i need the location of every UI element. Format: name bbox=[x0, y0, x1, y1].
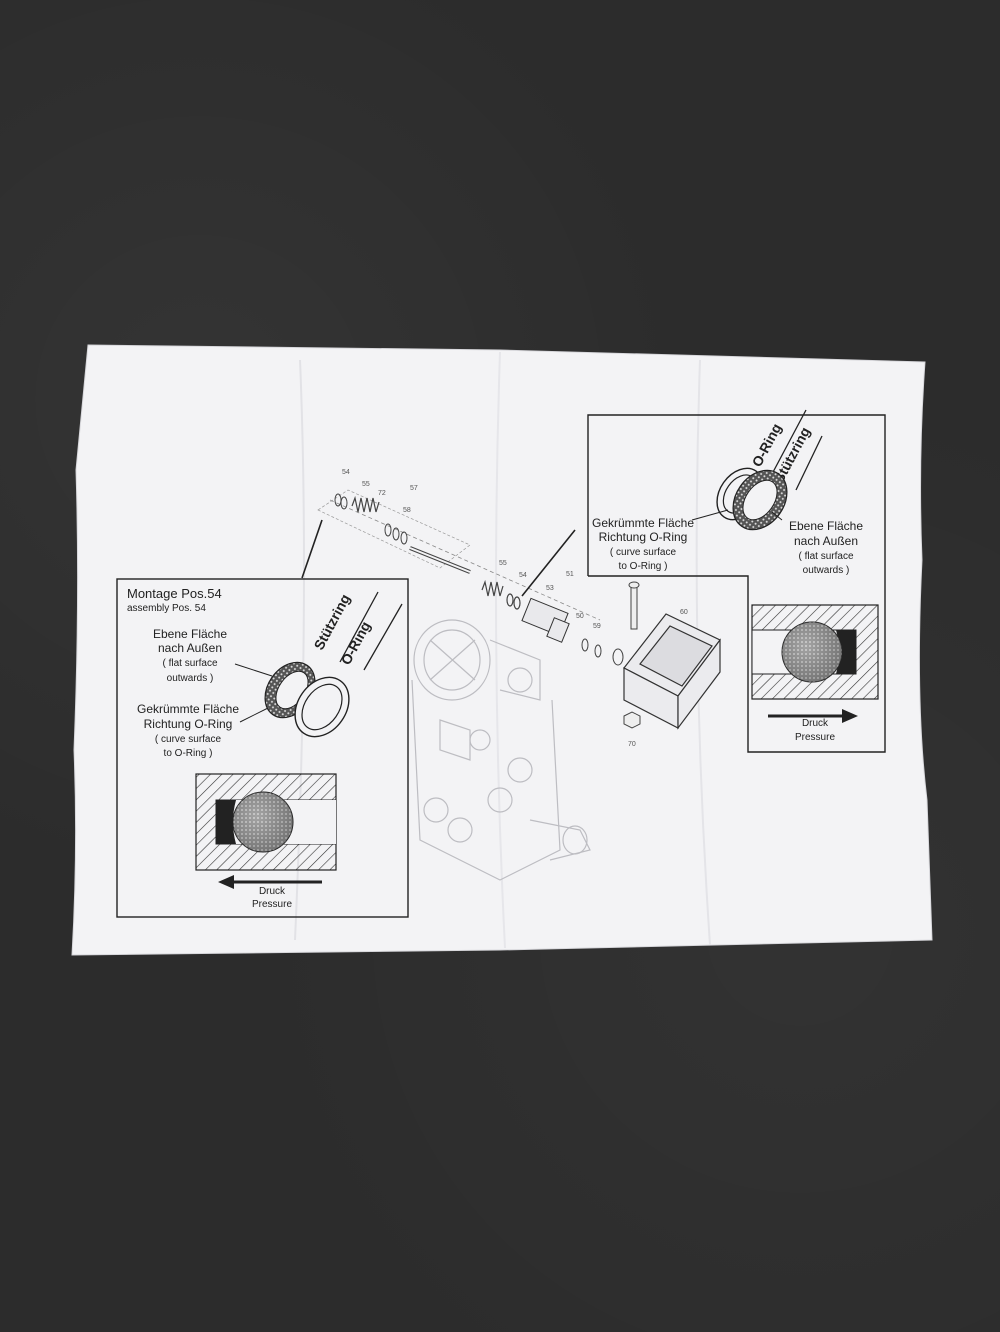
left-cross-section bbox=[195, 773, 337, 871]
part-number-72: 72 bbox=[378, 490, 386, 497]
right-flat-en-1: ( flat surface bbox=[798, 551, 853, 562]
left-pressure-arrow-icon bbox=[218, 875, 322, 889]
right-curve-en-1: ( curve surface bbox=[610, 547, 677, 558]
part-number-70: 70 bbox=[628, 741, 636, 748]
part-number-60: 60 bbox=[680, 609, 688, 616]
right-curve-de-1: Gekrümmte Fläche bbox=[592, 516, 694, 530]
part-number-55b: 55 bbox=[499, 560, 507, 567]
part-number-59: 59 bbox=[593, 623, 601, 630]
part-number-54a: 54 bbox=[342, 469, 350, 476]
pump-body-drawing bbox=[411, 619, 591, 881]
left-curve-de-2: Richtung O-Ring bbox=[144, 717, 233, 731]
left-flat-en-2: outwards ) bbox=[167, 673, 214, 684]
right-pressure-en: Pressure bbox=[795, 732, 835, 743]
right-flat-en-2: outwards ) bbox=[803, 565, 850, 576]
right-assembly-panel: O-Ring Stützring Gekrümmte Fläche Richtu… bbox=[587, 409, 886, 753]
pump-cover-drawing bbox=[623, 613, 721, 730]
left-assembly-panel: Montage Pos.54 assembly Pos. 54 Ebene Fl… bbox=[116, 578, 409, 918]
left-pressure-en: Pressure bbox=[252, 899, 292, 910]
right-flat-de-2: nach Außen bbox=[794, 534, 858, 548]
left-panel-title: Montage Pos.54 bbox=[127, 586, 222, 601]
left-o-ring-drawing bbox=[294, 676, 350, 738]
left-curve-en-1: ( curve surface bbox=[155, 734, 222, 745]
part-number-51: 51 bbox=[566, 571, 574, 578]
right-pressure-de: Druck bbox=[802, 718, 829, 729]
part-number-53: 53 bbox=[546, 585, 554, 592]
exploded-parts-diagram: 54 55 72 57 58 55 54 53 51 50 59 60 70 bbox=[317, 469, 721, 748]
left-panel-subtitle: assembly Pos. 54 bbox=[127, 603, 206, 614]
right-flat-de-1: Ebene Fläche bbox=[789, 519, 863, 533]
left-pressure-de: Druck bbox=[259, 886, 286, 897]
right-pressure-arrow-icon bbox=[768, 709, 858, 723]
right-curve-de-2: Richtung O-Ring bbox=[599, 530, 688, 544]
part-number-58: 58 bbox=[403, 507, 411, 514]
left-flat-de-1: Ebene Fläche bbox=[153, 627, 227, 641]
part-number-54b: 54 bbox=[519, 572, 527, 579]
left-curve-de-1: Gekrümmte Fläche bbox=[137, 702, 239, 716]
right-curve-en-2: to O-Ring ) bbox=[619, 561, 668, 572]
left-flat-de-2: nach Außen bbox=[158, 641, 222, 655]
left-curve-en-2: to O-Ring ) bbox=[164, 748, 213, 759]
part-number-55a: 55 bbox=[362, 481, 370, 488]
right-cross-section bbox=[751, 604, 879, 700]
right-backup-ring-drawing bbox=[732, 469, 788, 531]
left-flat-en-1: ( flat surface bbox=[162, 658, 217, 669]
part-number-57: 57 bbox=[410, 485, 418, 492]
part-number-50: 50 bbox=[576, 613, 584, 620]
